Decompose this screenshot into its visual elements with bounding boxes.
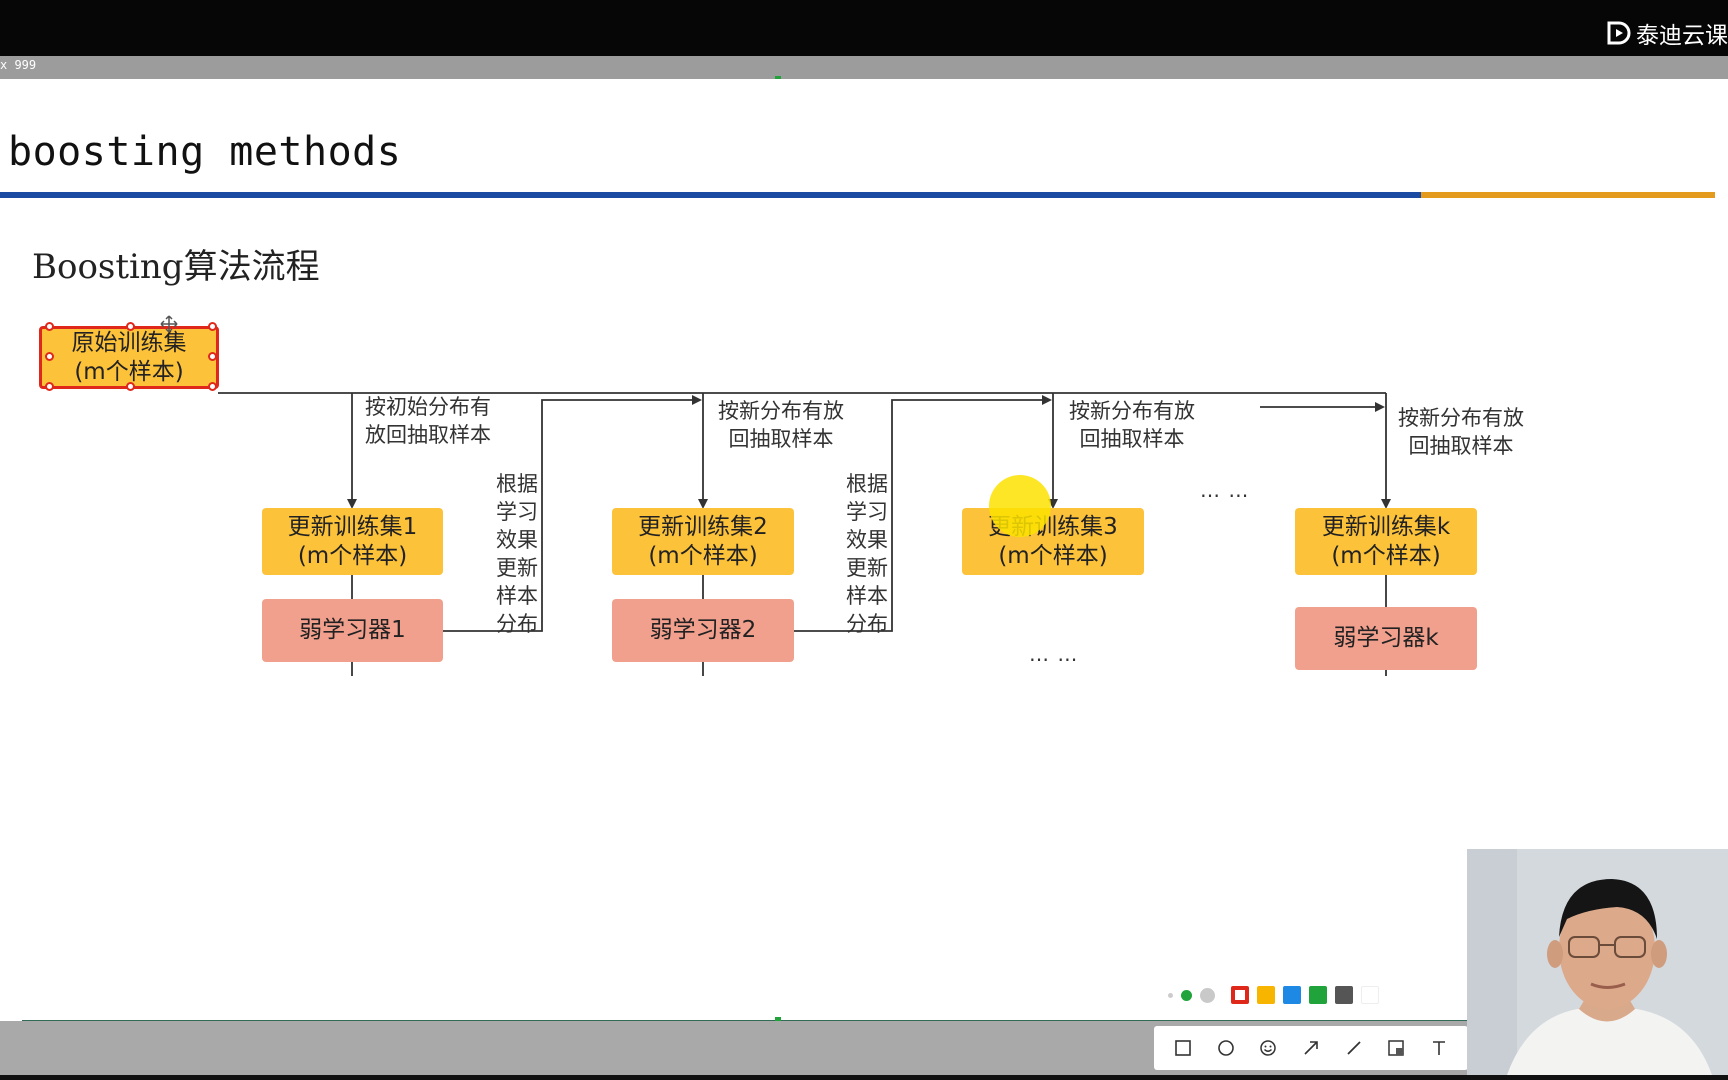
- top-bar: 泰迪云课: [0, 0, 1728, 56]
- resize-handle-se[interactable]: [208, 382, 217, 391]
- color-white[interactable]: [1361, 986, 1379, 1004]
- brand-logo-icon: [1607, 21, 1631, 45]
- ellipsis-learners: … …: [1029, 642, 1079, 666]
- sample-label-1: 按初始分布有 放回抽取样本: [365, 395, 491, 447]
- sample-label-2: 按新分布有放 回抽取样本: [718, 399, 844, 451]
- pointer-highlight: [989, 475, 1051, 537]
- bottom-edge: [0, 1075, 1728, 1080]
- color-green[interactable]: [1309, 986, 1327, 1004]
- weak-learner-2[interactable]: 弱学习器2: [612, 599, 794, 662]
- presenter-video: [1467, 849, 1728, 1075]
- feedback-label-2: 根据 学习 效果 更新 样本 分布: [846, 472, 888, 636]
- resize-marker-bottom[interactable]: [775, 1017, 781, 1022]
- rectangle-tool[interactable]: [1168, 1033, 1198, 1063]
- updated-training-set-k[interactable]: 更新训练集k (m个样本): [1295, 508, 1477, 575]
- pen-tool[interactable]: [1339, 1033, 1369, 1063]
- eraser-icon: [1388, 1040, 1404, 1056]
- sample-label-k: 按新分布有放 回抽取样本: [1398, 406, 1524, 458]
- resize-handle-e[interactable]: [208, 352, 217, 361]
- brand-name: 泰迪云课: [1636, 23, 1728, 49]
- resize-handle-n[interactable]: [126, 322, 135, 331]
- source-training-set-box[interactable]: 原始训练集 (m个样本): [39, 326, 219, 389]
- window-strip: [0, 56, 1728, 79]
- text-tool[interactable]: [1424, 1033, 1454, 1063]
- emoji-tool[interactable]: [1253, 1033, 1283, 1063]
- emoji-icon: [1260, 1040, 1277, 1056]
- circle-tool[interactable]: [1211, 1033, 1241, 1063]
- arrow-icon: [1304, 1041, 1318, 1055]
- slide: boosting methods Boosting算法流程 原始训练集 (m个样…: [0, 79, 1728, 1021]
- annotation-palette: [1168, 984, 1379, 1006]
- resize-handle-ne[interactable]: [208, 322, 217, 331]
- pen-icon: [1346, 1041, 1361, 1055]
- weak-learner-1[interactable]: 弱学习器1: [262, 599, 443, 662]
- resize-handle-w[interactable]: [45, 352, 54, 361]
- brand: 泰迪云课: [1606, 18, 1728, 49]
- color-blue[interactable]: [1283, 986, 1301, 1004]
- updated-training-set-2[interactable]: 更新训练集2 (m个样本): [612, 508, 794, 575]
- updated-training-set-3[interactable]: 更新训练集3 (m个样本): [962, 508, 1144, 575]
- slide-subtitle: Boosting算法流程: [32, 247, 320, 287]
- annotation-toolbar: [1154, 1026, 1468, 1070]
- weak-learner-k[interactable]: 弱学习器k: [1295, 607, 1477, 670]
- webcam-feed: [1467, 849, 1728, 1075]
- color-gray[interactable]: [1335, 986, 1353, 1004]
- color-yellow[interactable]: [1257, 986, 1275, 1004]
- rectangle-icon: [1175, 1040, 1192, 1056]
- arrow-tool[interactable]: [1296, 1033, 1326, 1063]
- size-large[interactable]: [1200, 987, 1215, 1003]
- ellipsis-updates: … …: [1200, 478, 1250, 502]
- eraser-tool[interactable]: [1381, 1033, 1411, 1063]
- title-rule-blue: [0, 192, 1421, 198]
- resize-handle-sw[interactable]: [45, 382, 54, 391]
- dims-label: x 999: [0, 58, 37, 72]
- text-icon: [1432, 1041, 1445, 1055]
- sample-label-3: 按新分布有放 回抽取样本: [1069, 399, 1195, 451]
- resize-handle-nw[interactable]: [45, 322, 54, 331]
- size-medium[interactable]: [1181, 989, 1192, 1001]
- updated-training-set-1[interactable]: 更新训练集1 (m个样本): [262, 508, 443, 575]
- feedback-label-1: 根据 学习 效果 更新 样本 分布: [496, 472, 538, 636]
- resize-handle-s[interactable]: [126, 382, 135, 391]
- color-red[interactable]: [1231, 986, 1249, 1004]
- slide-title: boosting methods: [8, 129, 402, 175]
- title-rule-orange: [1421, 192, 1715, 198]
- circle-icon: [1218, 1040, 1234, 1056]
- resize-marker-top[interactable]: [775, 76, 781, 81]
- move-cursor-icon: [160, 315, 178, 333]
- size-small[interactable]: [1168, 992, 1173, 998]
